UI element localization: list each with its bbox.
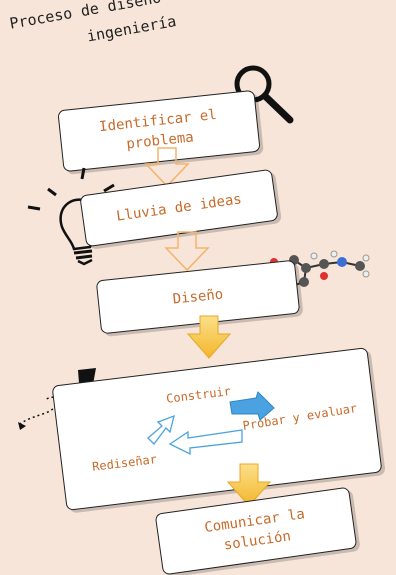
arrow-down-outline-2 [164,231,210,272]
arrow-right-blue [229,391,275,421]
lightbulb-icon [27,167,115,266]
arrow-down-outline-1 [144,147,190,188]
arrow-left-outline-blue [168,429,243,456]
arrow-down-gold-2 [226,463,272,507]
step-brainstorm-label: Lluvia de ideas [115,191,243,225]
step-communicate-solution: Comunicar la solución [154,486,358,575]
diagram-title: Proceso de diseño en ingeniería [8,0,194,59]
arrow-down-gold-1 [186,315,232,359]
arrow-up-outline-blue [147,414,175,445]
step-design-label: Diseño [172,286,224,308]
